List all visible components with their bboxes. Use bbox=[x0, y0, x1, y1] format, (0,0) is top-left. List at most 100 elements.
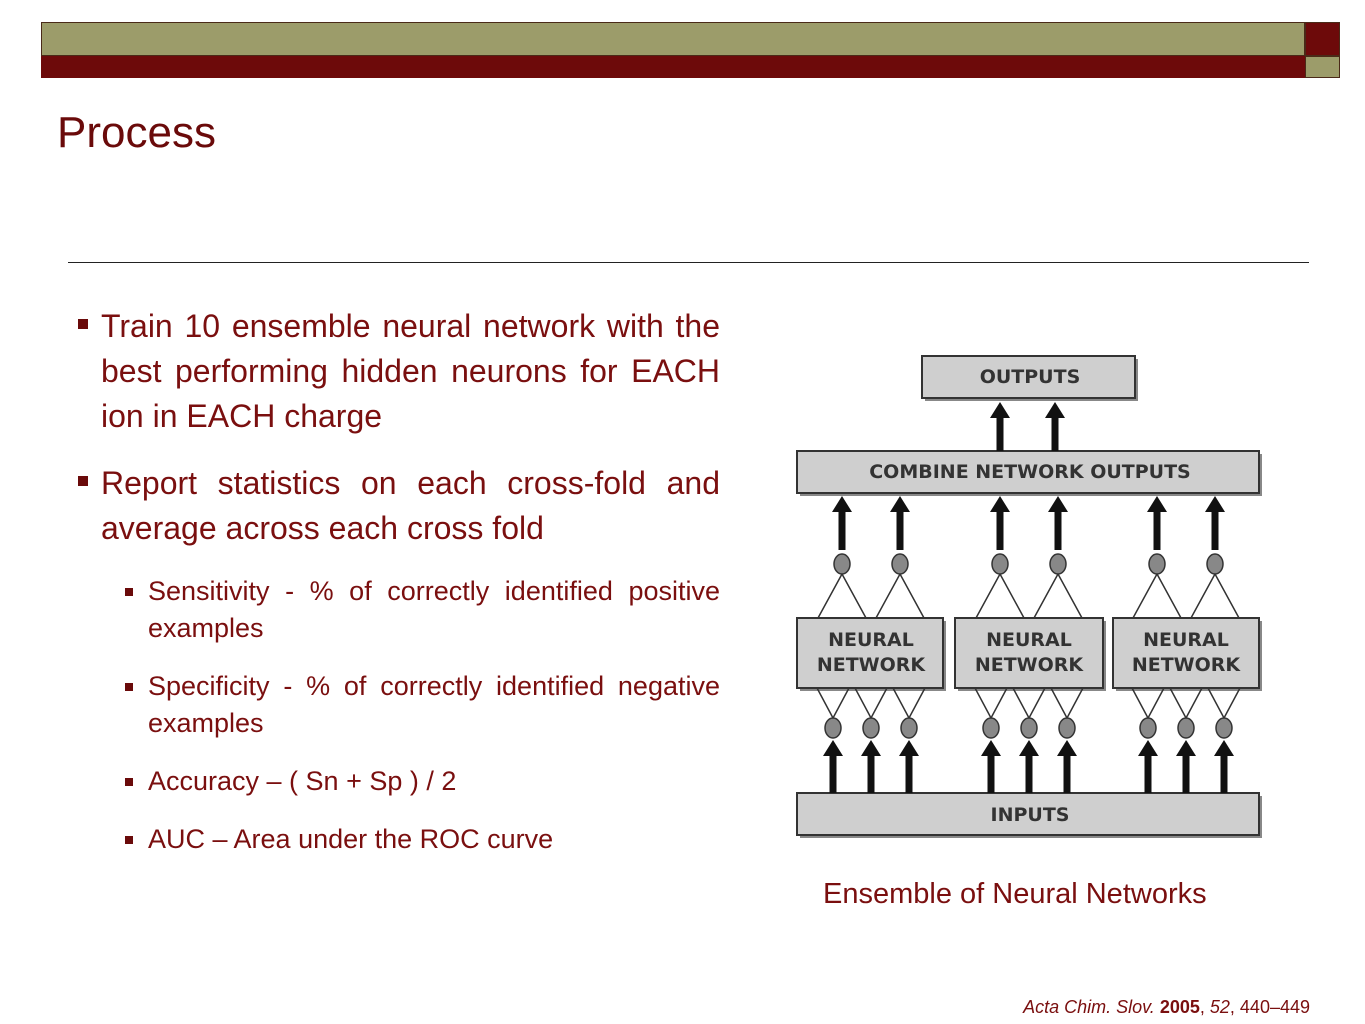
diagram-caption: Ensemble of Neural Networks bbox=[823, 878, 1207, 910]
input-node bbox=[824, 717, 842, 739]
connection-line bbox=[975, 573, 1001, 619]
inputs-box bbox=[796, 792, 1260, 836]
arrow-to-combine-shaft bbox=[996, 510, 1004, 550]
input-node bbox=[1215, 717, 1233, 739]
arrow-to-combine-head bbox=[832, 496, 852, 512]
connection-line bbox=[1156, 573, 1182, 619]
combine-box bbox=[796, 450, 1260, 494]
connection-line bbox=[1207, 687, 1225, 719]
network-1-line1: NEURAL bbox=[828, 629, 914, 651]
diagram-layer bbox=[796, 355, 1262, 838]
bullet-list: Train 10 ensemble neural network with th… bbox=[78, 304, 720, 879]
arrow-to-outputs-shaft bbox=[1051, 416, 1059, 451]
arrow-to-combine-head bbox=[990, 496, 1010, 512]
sub-bullet-item: Specificity - % of correctly identified … bbox=[125, 668, 720, 742]
arrow-from-inputs-shaft bbox=[829, 754, 837, 793]
sub-bullet-text: AUC – Area under the ROC curve bbox=[148, 824, 554, 854]
connection-line bbox=[1066, 687, 1084, 719]
square-bullet-icon bbox=[78, 319, 88, 329]
outputs-label: OUTPUTS bbox=[980, 366, 1081, 388]
header-olive-square bbox=[1305, 56, 1340, 78]
connection-line bbox=[841, 573, 867, 619]
connection-line bbox=[892, 687, 910, 719]
arrow-from-inputs-shaft bbox=[1182, 754, 1190, 793]
output-node bbox=[891, 553, 909, 575]
connection-line bbox=[999, 573, 1025, 619]
connection-line bbox=[1012, 687, 1030, 719]
header-red-bar bbox=[41, 56, 1305, 78]
connection-line bbox=[899, 573, 925, 619]
combine-label: COMBINE NETWORK OUTPUTS bbox=[869, 461, 1191, 483]
arrow-from-inputs-head bbox=[1138, 740, 1158, 756]
connection-line bbox=[854, 687, 872, 719]
arrow-from-inputs-head bbox=[861, 740, 881, 756]
arrow-to-combine-shaft bbox=[896, 510, 904, 550]
arrow-from-inputs-head bbox=[823, 740, 843, 756]
connection-line bbox=[1057, 573, 1083, 619]
arrow-from-inputs-head bbox=[899, 740, 919, 756]
arrow-to-combine-shaft bbox=[1054, 510, 1062, 550]
network-box-1 bbox=[796, 617, 944, 689]
network-3-line1: NEURAL bbox=[1143, 629, 1229, 651]
citation: Acta Chim. Slov. 2005, 52, 440–449 bbox=[1023, 997, 1310, 1017]
arrow-to-combine-head bbox=[1147, 496, 1167, 512]
arrow-to-combine-head bbox=[890, 496, 910, 512]
connection-line bbox=[1169, 687, 1187, 719]
citation-pages: 440–449 bbox=[1239, 997, 1310, 1017]
connection-line bbox=[908, 687, 926, 719]
input-node bbox=[1020, 717, 1038, 739]
slide-title: Process bbox=[57, 108, 216, 157]
header-olive-bar bbox=[41, 22, 1305, 56]
arrow-from-inputs-shaft bbox=[1025, 754, 1033, 793]
connection-line bbox=[870, 687, 888, 719]
arrow-from-inputs-shaft bbox=[987, 754, 995, 793]
bullet-text: Train 10 ensemble neural network with th… bbox=[101, 308, 720, 434]
arrow-to-combine-head bbox=[1048, 496, 1068, 512]
arrow-from-inputs-head bbox=[981, 740, 1001, 756]
input-node bbox=[1058, 717, 1076, 739]
connection-line bbox=[990, 687, 1008, 719]
header-band bbox=[41, 22, 1340, 78]
output-node bbox=[1049, 553, 1067, 575]
output-node bbox=[1148, 553, 1166, 575]
connection-line bbox=[1132, 573, 1158, 619]
arrow-to-combine-shaft bbox=[838, 510, 846, 550]
sub-bullet-item: Sensitivity - % of correctly identified … bbox=[125, 573, 720, 647]
arrow-from-inputs-shaft bbox=[905, 754, 913, 793]
square-bullet-icon bbox=[125, 588, 133, 596]
connection-line bbox=[1050, 687, 1068, 719]
sub-bullet-text: Accuracy – ( Sn + Sp ) / 2 bbox=[148, 766, 457, 796]
arrow-to-outputs-head bbox=[990, 402, 1010, 418]
input-node bbox=[862, 717, 880, 739]
header-red-square bbox=[1305, 22, 1340, 56]
connection-line bbox=[1190, 573, 1216, 619]
title-divider bbox=[68, 262, 1309, 263]
network-3-line2: NETWORK bbox=[1132, 654, 1242, 676]
arrow-from-inputs-shaft bbox=[1220, 754, 1228, 793]
arrow-from-inputs-head bbox=[1057, 740, 1077, 756]
inputs-label: INPUTS bbox=[991, 804, 1070, 826]
connection-line bbox=[1028, 687, 1046, 719]
connection-line bbox=[1185, 687, 1203, 719]
citation-year: 2005 bbox=[1159, 997, 1200, 1017]
arrow-from-inputs-shaft bbox=[1144, 754, 1152, 793]
outputs-box bbox=[921, 355, 1136, 399]
sub-bullet-text: Specificity - % of correctly identified … bbox=[148, 671, 720, 738]
connection-line bbox=[1131, 687, 1149, 719]
output-node bbox=[991, 553, 1009, 575]
arrow-from-inputs-head bbox=[1214, 740, 1234, 756]
connection-line bbox=[1033, 573, 1059, 619]
arrow-to-outputs-shaft bbox=[996, 416, 1004, 451]
arrow-from-inputs-shaft bbox=[1063, 754, 1071, 793]
network-2-line2: NETWORK bbox=[975, 654, 1085, 676]
arrow-to-outputs-head bbox=[1045, 402, 1065, 418]
network-2-line1: NEURAL bbox=[986, 629, 1072, 651]
network-box-2 bbox=[954, 617, 1104, 689]
arrow-from-inputs-head bbox=[1176, 740, 1196, 756]
sub-bullet-text: Sensitivity - % of correctly identified … bbox=[148, 576, 720, 643]
input-node bbox=[982, 717, 1000, 739]
input-node bbox=[900, 717, 918, 739]
bullet-item: Report statistics on each cross-fold and… bbox=[78, 461, 720, 551]
connection-line bbox=[974, 687, 992, 719]
connection-line bbox=[1147, 687, 1165, 719]
